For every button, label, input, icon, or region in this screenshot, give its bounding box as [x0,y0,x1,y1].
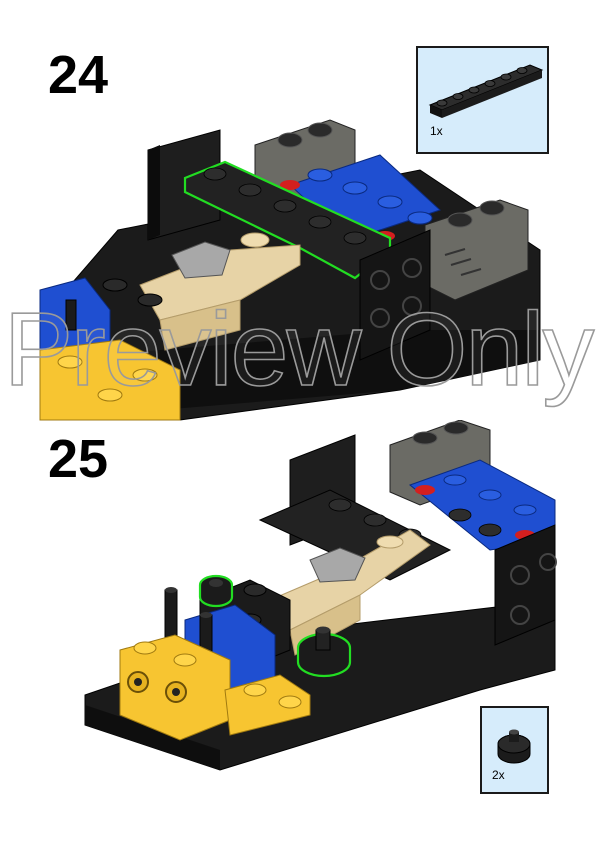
black-round-brick-icon [497,729,531,764]
part-quantity: 1x [430,124,443,138]
step-number-24: 24 [48,45,109,105]
step-number-25: 25 [48,429,109,489]
build-illustration-step-25 [84,420,557,771]
black-plate-1x6-icon [428,64,544,118]
part-quantity: 2x [492,768,505,782]
parts-callout-step-24: 1x [416,46,549,154]
parts-callout-step-25: 2x [480,706,549,794]
build-illustration-step-24 [39,119,541,421]
